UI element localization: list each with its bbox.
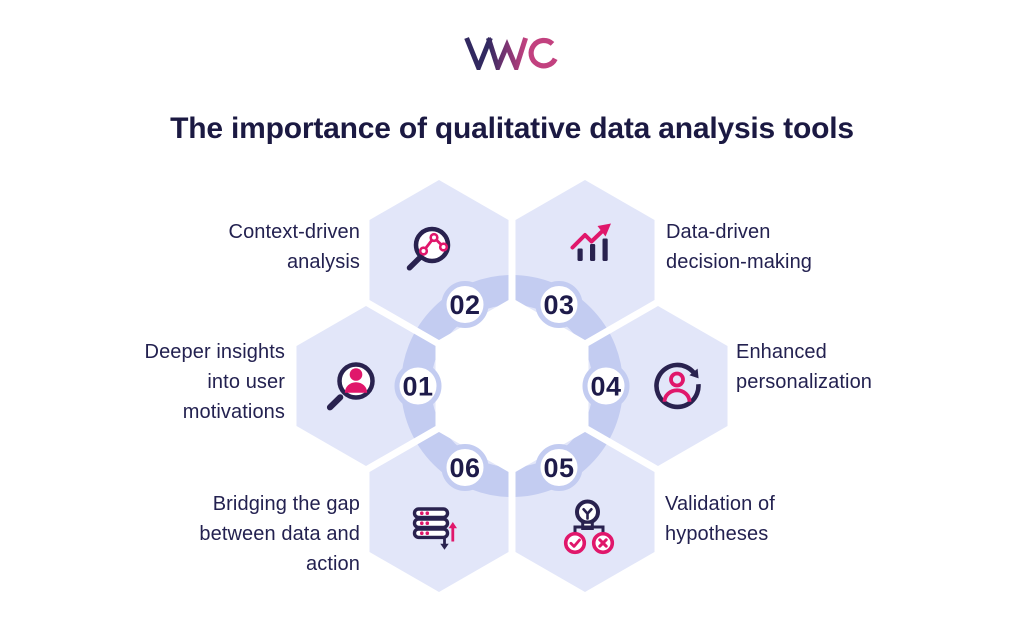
label-context-driven-analysis: Context-driven analysis bbox=[228, 221, 360, 273]
step-disc-04 bbox=[582, 362, 630, 410]
step-disc-01 bbox=[394, 362, 442, 410]
step-number-06: 06 bbox=[449, 453, 480, 483]
step-disc-06 bbox=[441, 444, 489, 491]
step-disc-05 bbox=[535, 444, 583, 491]
step-number-02: 02 bbox=[449, 290, 480, 320]
label-data-driven-decision-making: Data-driven decision-making bbox=[666, 221, 813, 273]
hypothesis-validation-icon bbox=[563, 499, 615, 555]
step-number-03: 03 bbox=[543, 290, 574, 320]
user-magnifier-icon bbox=[326, 362, 375, 411]
center-ring bbox=[401, 275, 623, 497]
vwo-logo: VWO bbox=[464, 36, 558, 75]
vwo-logo-glyphs bbox=[464, 37, 558, 75]
page-title: The importance of qualitative data analy… bbox=[170, 112, 854, 145]
chart-magnifier-icon bbox=[406, 226, 451, 271]
user-refresh-icon bbox=[654, 362, 701, 410]
data-action-icon bbox=[412, 507, 457, 550]
label-deeper-insights: Deeper insights into user motivations bbox=[144, 341, 285, 423]
step-disc-03 bbox=[535, 281, 583, 328]
growth-chart-icon bbox=[570, 223, 611, 261]
step-number-05: 05 bbox=[543, 453, 574, 483]
step-numbers: 01 02 03 04 05 06 bbox=[402, 290, 621, 483]
step-disc-02 bbox=[441, 281, 489, 328]
label-enhanced-personalization: Enhanced personalization bbox=[736, 341, 873, 393]
step-number-discs bbox=[394, 281, 630, 491]
step-number-04: 04 bbox=[590, 372, 621, 402]
label-validation-of-hypotheses: Validation of hypotheses bbox=[665, 493, 775, 545]
label-bridging-the-gap: Bridging the gap between data and action bbox=[199, 493, 360, 575]
step-number-01: 01 bbox=[402, 372, 433, 402]
